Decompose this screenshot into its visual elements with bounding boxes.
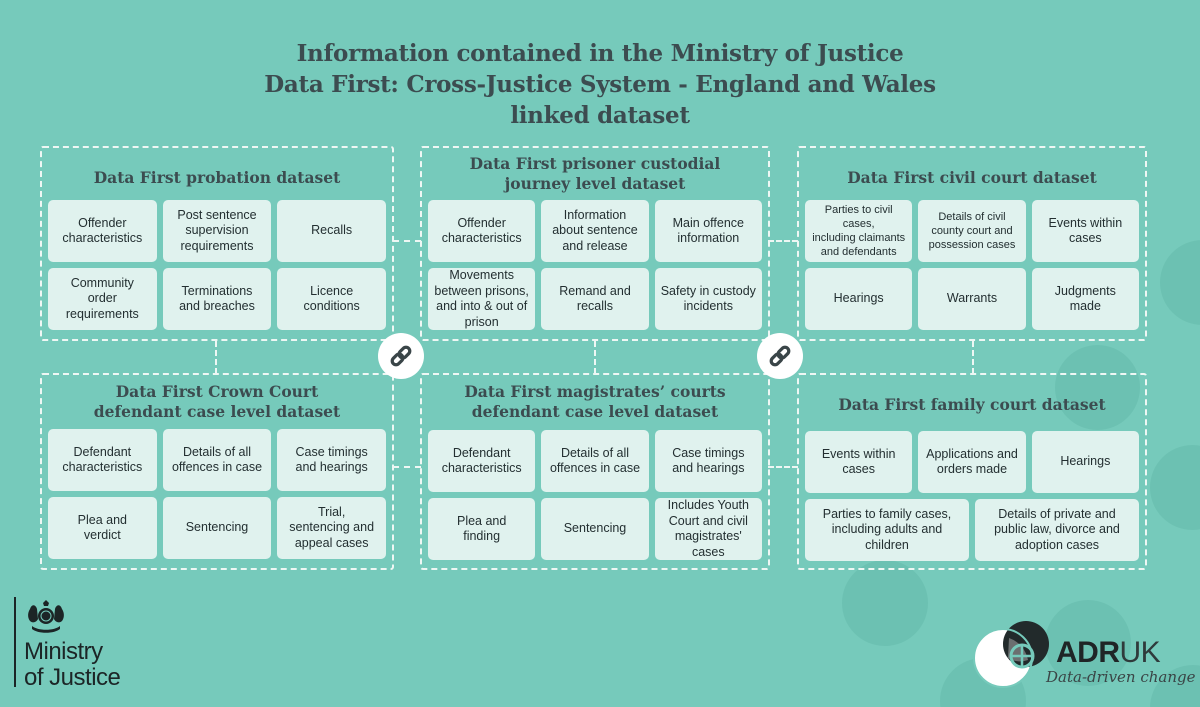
logo-divider [14,597,16,687]
connector-line [215,341,217,374]
data-item: Community order requirements [48,268,157,330]
data-item: Main offence information [654,200,762,262]
data-item: Defendant characteristics [428,430,536,492]
panel-title: Data First prisoner custodial journey le… [422,154,768,194]
background-circle [1045,600,1131,686]
panel-title: Data First probation dataset [42,168,392,188]
background-circle [842,560,928,646]
logo-text-line: Ministry [24,638,103,665]
page-title: Information contained in the Ministry of… [0,38,1200,131]
panel-probation-dataset: Data First probation dataset Offender ch… [40,146,394,341]
connector-line [768,466,798,468]
data-item: Details of civil county court and posses… [918,200,1026,262]
data-item: Sentencing [541,498,649,560]
data-item: Movements between prisons, and into & ou… [428,268,536,330]
cell-grid: Offender characteristics Information abo… [428,200,762,330]
panel-family-court-dataset: Data First family court dataset Events w… [797,373,1147,570]
background-circle [1160,240,1200,325]
panel-title-line: Data First civil court dataset [847,168,1097,187]
adr-venn-icon [973,621,1049,688]
data-item: Warrants [918,268,1026,330]
data-item: Defendant characteristics [48,429,157,491]
data-item: Applications and orders made [918,431,1026,493]
data-item: Sentencing [162,497,272,559]
background-circle [1150,445,1200,530]
adr-uk-logo: ADRUK Data-driven change [972,618,1196,695]
data-item: Parties to family cases, including adult… [805,499,969,561]
panel-title-line: journey level dataset [504,174,686,193]
data-item: Events within cases [1031,200,1139,262]
link-badge-right [757,333,803,379]
panel-title-line: Data First prisoner custodial [469,154,721,173]
adr-uk-wordmark: ADRUK [1056,636,1161,669]
connector-line [393,466,421,468]
panel-title: Data First civil court dataset [799,168,1145,188]
data-item: Parties to civil cases, including claima… [805,200,913,262]
title-line: linked dataset [510,102,690,129]
adr-text: ADR [1056,636,1120,669]
data-item: Offender characteristics [428,200,536,262]
data-item: Hearings [805,268,913,330]
panel-title-line: Data First probation dataset [93,168,341,187]
data-item: Safety in custody incidents [654,268,762,330]
panel-title: Data First magistrates’ courts defendant… [422,382,768,422]
cell-grid: Parties to civil cases, including claima… [805,200,1139,330]
cell-grid: Defendant characteristics Details of all… [428,430,762,560]
panel-title: Data First Crown Court defendant case le… [42,382,392,422]
cell-grid: Offender characteristics Post sentence s… [48,200,386,330]
data-item: Offender characteristics [48,200,157,262]
panel-title-line: Data First Crown Court [115,382,319,401]
background-circle [1055,345,1140,430]
panel-title-line: Data First family court dataset [838,395,1106,414]
connector-line [972,341,974,374]
uk-text: UK [1119,636,1161,669]
ministry-of-justice-wordmark: Ministry of Justice [24,638,121,691]
data-item: Case timings and hearings [277,429,386,491]
connector-line [393,240,421,242]
adr-tagline: Data-driven change [1046,668,1196,686]
data-item: Hearings [1031,431,1139,493]
connector-line [594,341,596,374]
link-icon [390,345,412,367]
data-item: Plea and verdict [48,497,157,559]
data-item: Events within cases [805,431,913,493]
link-icon [769,345,791,367]
panel-title-line: defendant case level dataset [93,402,341,421]
panel-title-line: Data First magistrates’ courts [464,382,726,401]
data-item: Plea and finding [428,498,536,560]
panel-title-line: defendant case level dataset [471,402,719,421]
panel-crown-court-dataset: Data First Crown Court defendant case le… [40,373,394,570]
cell-grid: Events within cases Applications and ord… [805,431,1139,493]
title-line: Information contained in the Ministry of… [296,40,904,67]
cell-grid: Defendant characteristics Details of all… [48,429,386,559]
data-item: Recalls [277,200,386,262]
data-item: Terminations and breaches [162,268,272,330]
royal-crest-icon [28,600,64,633]
logo-text-line: of Justice [24,664,121,691]
data-item: Trial, sentencing and appeal cases [277,497,386,559]
panel-prisoner-custodial-dataset: Data First prisoner custodial journey le… [420,146,770,341]
link-badge-left [378,333,424,379]
panel-magistrates-courts-dataset: Data First magistrates’ courts defendant… [420,373,770,570]
connector-line [768,240,798,242]
data-item: Post sentence supervision requirements [162,200,272,262]
data-item: Case timings and hearings [654,430,762,492]
data-item: Remand and recalls [541,268,649,330]
data-item: Licence conditions [277,268,386,330]
cell-grid: Parties to family cases, including adult… [805,499,1139,561]
panel-civil-court-dataset: Data First civil court dataset Parties t… [797,146,1147,341]
data-item: Includes Youth Court and civil magistrat… [654,498,762,560]
data-item: Details of all offences in case [162,429,272,491]
title-line: Data First: Cross-Justice System - Engla… [264,71,936,98]
data-item: Details of private and public law, divor… [975,499,1139,561]
data-item: Details of all offences in case [541,430,649,492]
data-item: Information about sentence and release [541,200,649,262]
data-item: Judgments made [1031,268,1139,330]
panel-title: Data First family court dataset [799,395,1145,415]
